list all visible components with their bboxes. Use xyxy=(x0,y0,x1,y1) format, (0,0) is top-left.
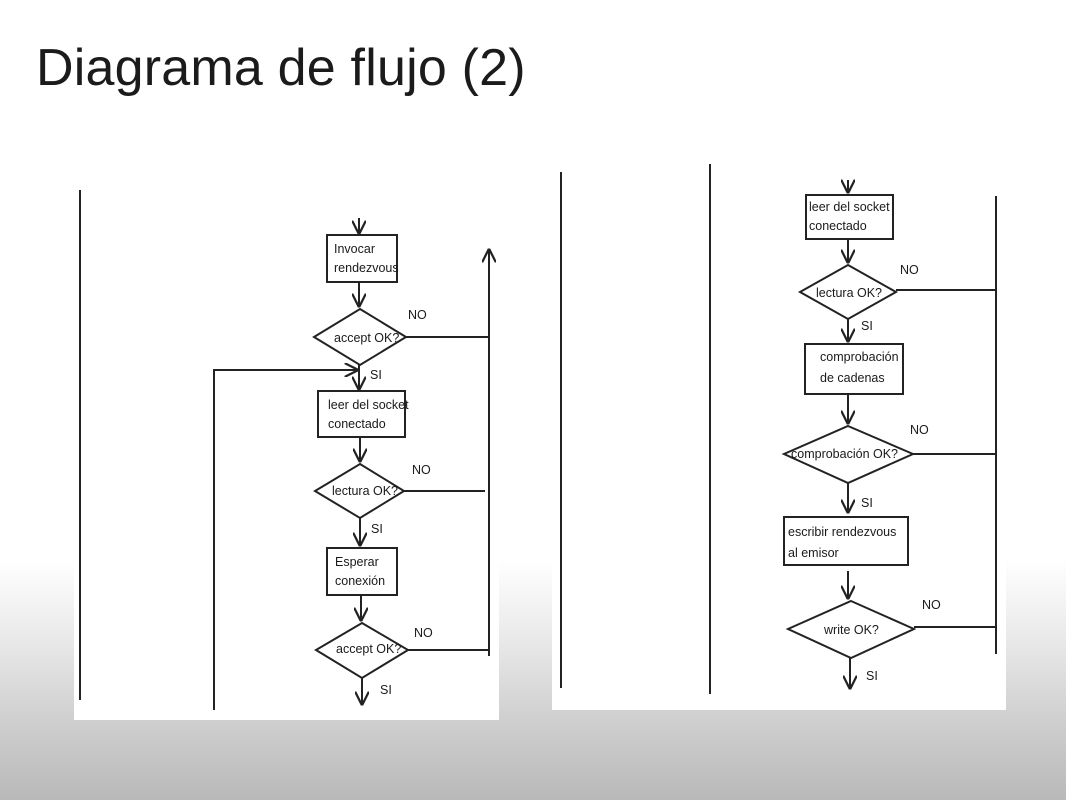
left-step-leer-socket xyxy=(317,390,406,438)
right-flowchart: leer del socket conectado lectura OK? NO… xyxy=(552,164,1006,710)
right-step-leer-line1: leer del socket xyxy=(809,200,890,214)
left-step-invocar-rendezvous xyxy=(326,234,398,283)
left-decision-accept-2-yes: SI xyxy=(380,683,392,697)
left-panel-background xyxy=(74,186,499,720)
right-decision-comprobacion-text: comprobación OK? xyxy=(791,447,898,461)
left-decision-accept-1-no: NO xyxy=(408,308,427,322)
right-decision-lectura-text: lectura OK? xyxy=(816,286,882,300)
left-decision-accept-2-text: accept OK? xyxy=(336,642,401,656)
right-step-comprobacion-cadenas xyxy=(804,343,904,395)
right-decision-write-yes: SI xyxy=(866,669,878,683)
left-decision-lectura-yes: SI xyxy=(371,522,383,536)
right-step-escribir-rendezvous xyxy=(783,516,909,566)
slide-title: Diagrama de flujo (2) xyxy=(36,39,526,97)
left-step-invocar-line1: Invocar xyxy=(334,242,375,256)
left-decision-accept-1-yes: SI xyxy=(370,368,382,382)
left-decision-accept-1-text: accept OK? xyxy=(334,331,399,345)
left-step-leer-line2: conectado xyxy=(328,417,386,431)
right-decision-lectura-no: NO xyxy=(900,263,919,277)
right-step-leer-socket xyxy=(805,194,894,240)
right-decision-write-text: write OK? xyxy=(823,623,879,637)
left-decision-accept-2-no: NO xyxy=(414,626,433,640)
left-decision-lectura-text: lectura OK? xyxy=(332,484,398,498)
right-step-escribir-line1: escribir rendezvous xyxy=(788,525,896,539)
right-panel-background xyxy=(552,168,1006,710)
left-step-esperar-line1: Esperar xyxy=(335,555,379,569)
left-flowchart: Invocar rendezvous accept OK? NO SI leer… xyxy=(74,186,499,720)
right-decision-lectura-yes: SI xyxy=(861,319,873,333)
right-decision-comprobacion-no: NO xyxy=(910,423,929,437)
left-loop-back-line xyxy=(213,370,357,710)
right-decision-write-no: NO xyxy=(922,598,941,612)
right-step-leer-line2: conectado xyxy=(809,219,867,233)
left-step-leer-line1: leer del socket xyxy=(328,398,409,412)
right-step-escribir-line2: al emisor xyxy=(788,546,839,560)
left-step-esperar-line2: conexión xyxy=(335,574,385,588)
right-step-comprobacion-line2: de cadenas xyxy=(820,371,885,385)
right-step-comprobacion-line1: comprobación xyxy=(820,350,899,364)
right-decision-comprobacion-yes: SI xyxy=(861,496,873,510)
left-decision-lectura-no: NO xyxy=(412,463,431,477)
left-step-invocar-line2: rendezvous xyxy=(334,261,399,275)
